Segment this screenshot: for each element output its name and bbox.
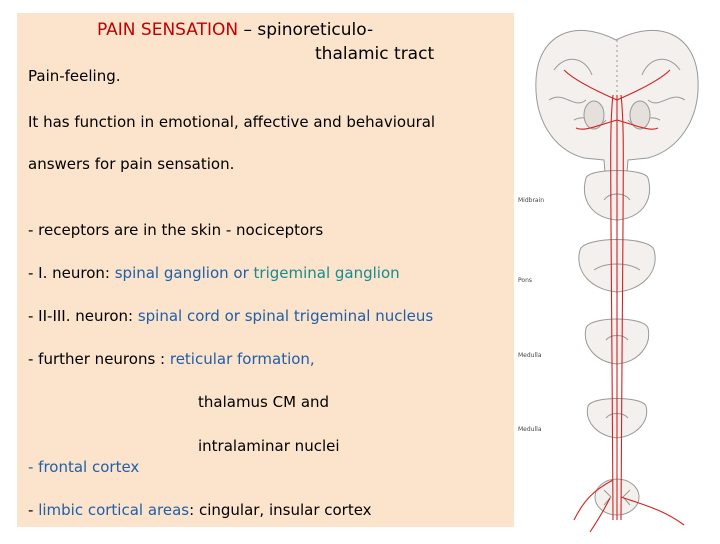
label-medulla-1: Medulla (518, 352, 542, 359)
label-medulla-2: Medulla (518, 426, 542, 433)
function-line2: answers for pain sensation. (28, 155, 235, 173)
bullet-neuron1: - I. neuron: spinal ganglion or trigemin… (28, 264, 400, 282)
label-pons: Pons (518, 277, 533, 284)
spinoreticulothalamic-tract-figure: Midbrain Pons Medulla Medulla (514, 0, 720, 540)
thalamus-text: thalamus CM and (198, 393, 330, 411)
slide-title: PAIN SENSATION – spinoreticulo- (97, 20, 373, 40)
neuron1-prefix: - I. neuron: (28, 264, 115, 282)
bullet-limbic: - limbic cortical areas: cingular, insul… (28, 501, 372, 519)
neuron2-rest: spinal cord or spinal trigeminal nucleus (137, 307, 434, 325)
further-prefix: - further neurons : (28, 350, 170, 368)
neuron2-prefix: - II-III. neuron: (28, 307, 138, 325)
limbic-prefix: - (28, 501, 39, 519)
title-main: PAIN SENSATION (97, 20, 239, 40)
intralaminar-text: intralaminar nuclei (198, 437, 340, 455)
bullet-frontal: - frontal cortex (28, 458, 140, 476)
pain-tract-pathway (563, 69, 685, 533)
bullet-neuron2: - II-III. neuron: spinal cord or spinal … (28, 307, 433, 325)
neuron1-trigeminal: trigeminal ganglion (253, 264, 400, 282)
bullet-receptors: - receptors are in the skin - nociceptor… (28, 221, 324, 239)
content-panel (17, 13, 514, 527)
further-rest: reticular formation, (169, 350, 315, 368)
label-midbrain: Midbrain (518, 197, 545, 204)
neuron1-spinal: spinal ganglion or (114, 264, 254, 282)
limbic-mid: limbic cortical areas (38, 501, 190, 519)
title-dash: – spinoreticulo- (238, 20, 374, 40)
subtitle: Pain-feeling. (28, 67, 121, 85)
limbic-rest: : cingular, insular cortex (189, 501, 372, 519)
bullet-further: - further neurons : reticular formation, (28, 350, 315, 368)
title-line2: thalamic tract (315, 44, 435, 64)
function-line1: It has function in emotional, affective … (28, 113, 436, 131)
brain-pathway-illustration (535, 30, 699, 533)
